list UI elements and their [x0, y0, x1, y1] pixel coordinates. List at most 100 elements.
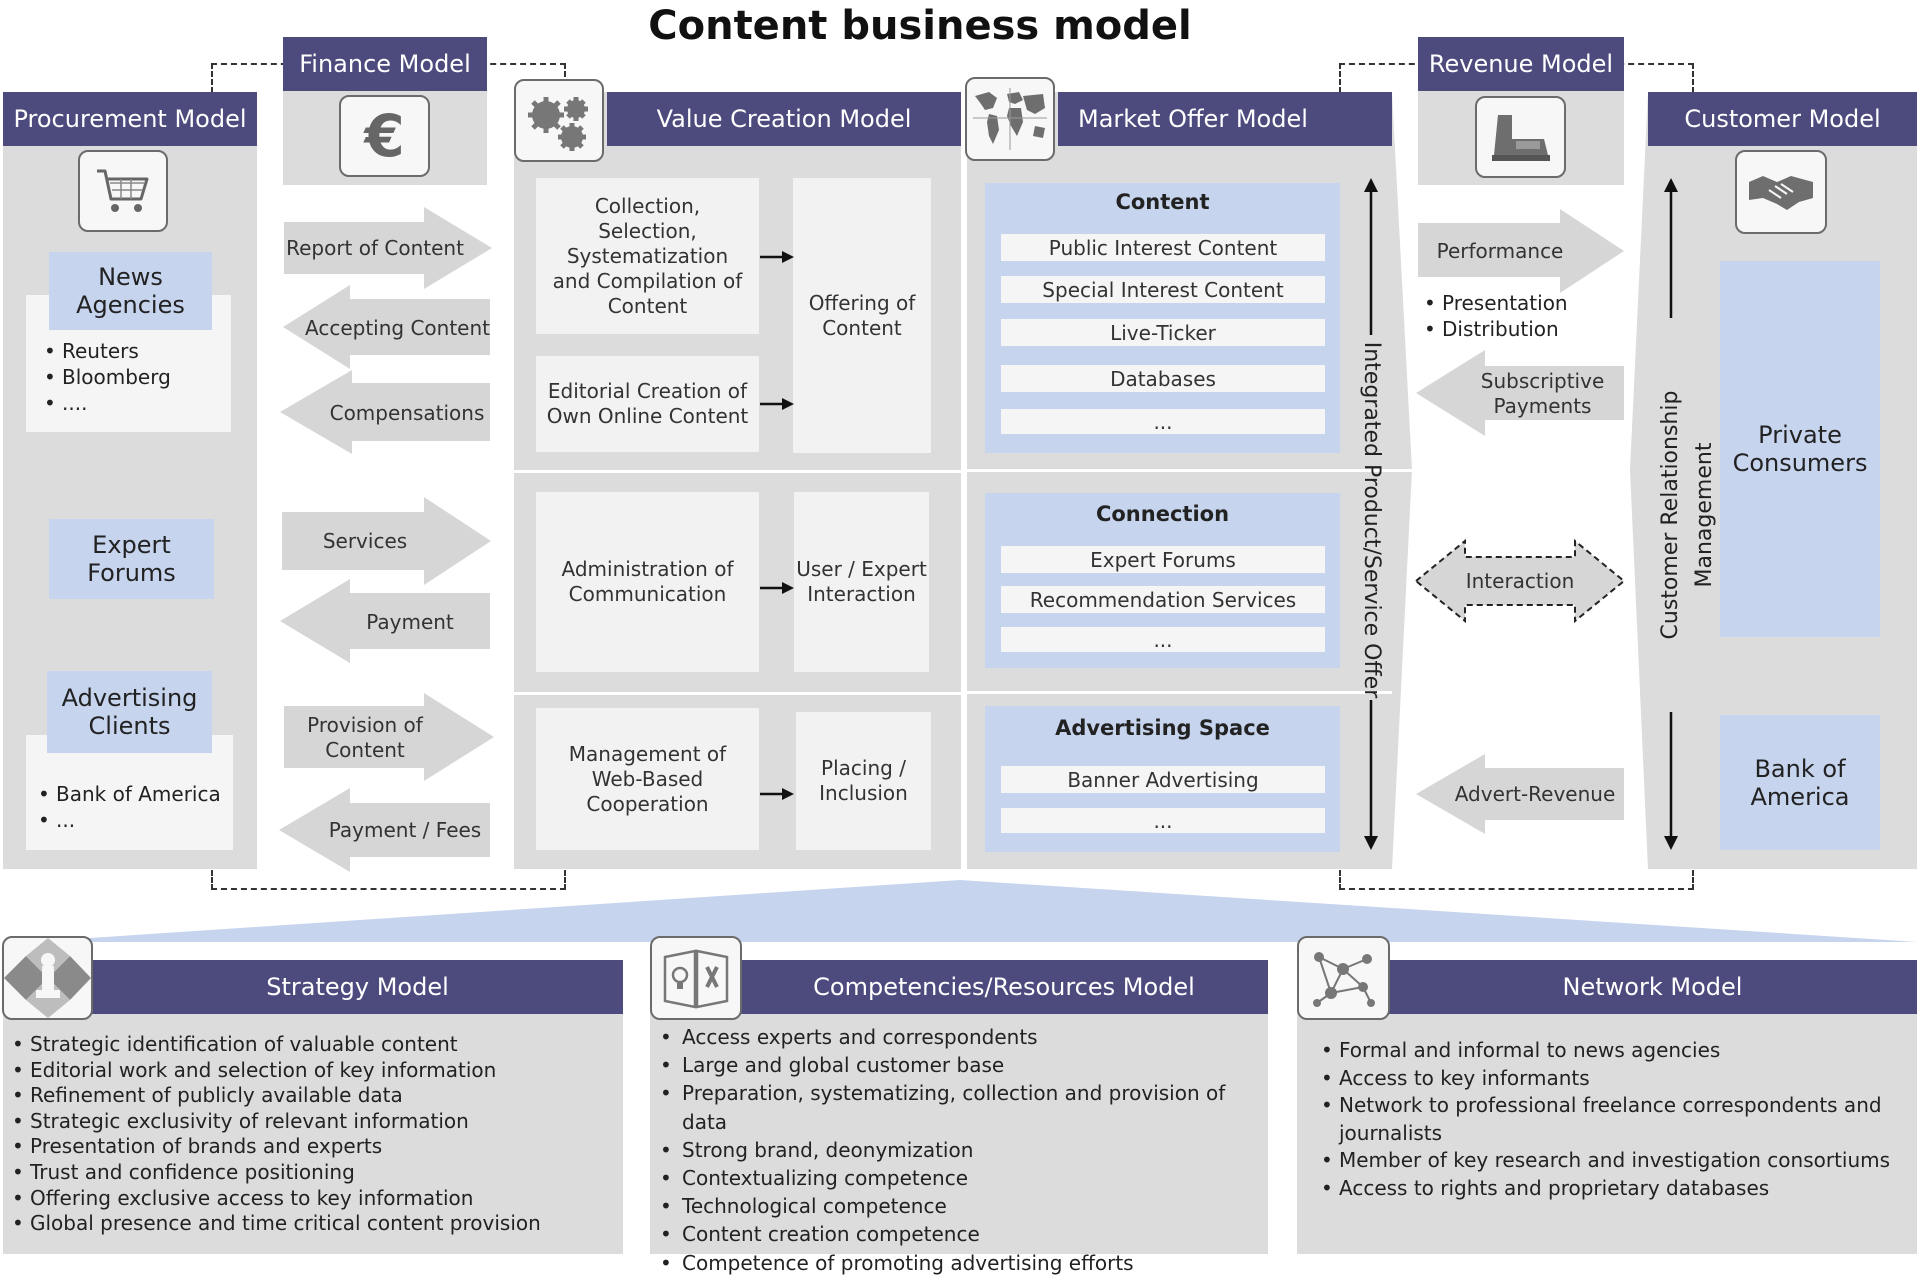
- list-item: Presentation of brands and experts: [12, 1134, 617, 1160]
- value-creation-divider-2: [514, 692, 961, 695]
- connection-title: Connection: [1095, 502, 1230, 526]
- list-item: Bloomberg: [44, 364, 229, 390]
- user-interaction-box: User / Expert Interaction: [794, 492, 929, 672]
- connection-item: Expert Forums: [1001, 546, 1325, 573]
- list-item: Access to rights and proprietary databas…: [1321, 1175, 1911, 1203]
- performance-list: Presentation Distribution: [1424, 290, 1604, 342]
- content-item: Live-Ticker: [1001, 319, 1325, 346]
- content-item: Special Interest Content: [1001, 276, 1325, 303]
- competencies-header: Competencies/Resources Model: [740, 960, 1268, 1014]
- advert-revenue-label: Advert-Revenue: [1454, 781, 1616, 806]
- procurement-header: Procurement Model: [3, 92, 257, 146]
- list-item: Content creation competence: [660, 1220, 1265, 1248]
- advertising-item: ...: [1001, 808, 1325, 833]
- advertising-clients-list: Bank of America ...: [38, 781, 228, 833]
- list-item: Large and global customer base: [660, 1051, 1265, 1079]
- arrow-right-performance: [1418, 209, 1624, 293]
- list-item: Access to key informants: [1321, 1065, 1911, 1093]
- shopping-cart-icon: [78, 150, 168, 232]
- services-label: Services: [322, 528, 408, 553]
- list-item: Global presence and time critical conten…: [12, 1211, 617, 1237]
- finance-header: Finance Model: [283, 37, 487, 91]
- value-creation-divider-1: [514, 470, 961, 473]
- competencies-list: Access experts and correspondents Large …: [660, 1023, 1265, 1277]
- list-item: Trust and confidence positioning: [12, 1160, 617, 1186]
- network-header: Network Model: [1388, 960, 1917, 1014]
- advertising-clients-box: Advertising Clients: [47, 671, 212, 753]
- content-title: Content: [1115, 190, 1210, 214]
- news-agencies-list: Reuters Bloomberg ....: [44, 338, 229, 416]
- administration-box: Administration of Communication: [536, 492, 759, 672]
- content-item: Public Interest Content: [1001, 234, 1325, 261]
- list-item: Technological competence: [660, 1192, 1265, 1220]
- arrow-right-services: [282, 497, 491, 585]
- list-item: Member of key research and investigation…: [1321, 1147, 1911, 1175]
- connection-item: ...: [1001, 627, 1325, 652]
- handshake-icon: [1735, 150, 1827, 234]
- euro-icon: €: [339, 95, 430, 177]
- report-of-content-label: Report of Content: [286, 235, 464, 260]
- network-list: Formal and informal to news agencies Acc…: [1321, 1037, 1911, 1202]
- payment-label: Payment: [366, 609, 454, 634]
- page-title: Content business model: [648, 3, 1192, 49]
- list-item: Refinement of publicly available data: [12, 1083, 617, 1109]
- list-item: Reuters: [44, 338, 229, 364]
- list-item: Contextualizing competence: [660, 1164, 1265, 1192]
- arrow-right-report: [284, 207, 492, 289]
- bank-of-america-box: Bank of America: [1720, 715, 1880, 850]
- arrow-left-compensations: [280, 370, 490, 454]
- chess-icon: [2, 936, 93, 1020]
- provision-of-content-label: Provision of Content: [307, 713, 423, 762]
- finance-dashed-connector-bottom: [211, 870, 566, 890]
- offering-box: Offering of Content: [793, 178, 931, 453]
- list-item: ....: [44, 390, 229, 416]
- list-item: Offering exclusive access to key informa…: [12, 1186, 617, 1212]
- content-group: [985, 183, 1340, 453]
- management-box: Management of Web-Based Cooperation: [536, 708, 759, 850]
- list-item: Distribution: [1424, 316, 1604, 342]
- list-item: Network to professional freelance corres…: [1321, 1092, 1911, 1147]
- connection-item: Recommendation Services: [1001, 586, 1325, 613]
- list-item: Access experts and correspondents: [660, 1023, 1265, 1051]
- arrow-left-subscriptive: [1416, 350, 1624, 436]
- advertising-item: Banner Advertising: [1001, 766, 1325, 793]
- arrow-left-accepting: [283, 285, 490, 369]
- accepting-content-label: Accepting Content: [305, 315, 490, 340]
- arrow-right-provision: [284, 693, 494, 781]
- list-item: Preparation, systematizing, collection a…: [660, 1079, 1265, 1135]
- value-creation-header: Value Creation Model: [607, 92, 961, 146]
- arrow-double-interaction: [1414, 538, 1626, 624]
- list-item: Editorial work and selection of key info…: [12, 1058, 617, 1084]
- market-offer-header: Market Offer Model: [1058, 92, 1392, 146]
- performance-label: Performance: [1436, 238, 1564, 263]
- toolbox-icon: [650, 936, 742, 1020]
- news-agencies-box: News Agencies: [49, 252, 212, 330]
- world-map-icon: [965, 77, 1055, 161]
- placing-box: Placing / Inclusion: [796, 712, 931, 850]
- compensations-label: Compensations: [329, 400, 485, 425]
- cash-register-icon: [1475, 96, 1566, 178]
- content-item: Databases: [1001, 365, 1325, 392]
- revenue-dashed-connector-bottom: [1339, 870, 1694, 890]
- interaction-label: Interaction: [1465, 568, 1575, 593]
- editorial-box: Editorial Creation of Own Online Content: [536, 356, 759, 452]
- collection-box: Collection, Selection, Systematization a…: [536, 178, 759, 334]
- list-item: Presentation: [1424, 290, 1604, 316]
- content-item: ...: [1001, 409, 1325, 434]
- gears-icon: [514, 79, 604, 162]
- list-item: Strategic identification of valuable con…: [12, 1032, 617, 1058]
- private-consumers-box: Private Consumers: [1720, 261, 1880, 637]
- list-item: Formal and informal to news agencies: [1321, 1037, 1911, 1065]
- list-item: ...: [38, 807, 228, 833]
- list-item: Competence of promoting advertising effo…: [660, 1249, 1265, 1277]
- list-item: Bank of America: [38, 781, 228, 807]
- arrow-left-payment-fees: [279, 788, 490, 872]
- list-item: Strong brand, deonymization: [660, 1136, 1265, 1164]
- subscriptive-payments-label: Subscriptive Payments: [1480, 369, 1605, 418]
